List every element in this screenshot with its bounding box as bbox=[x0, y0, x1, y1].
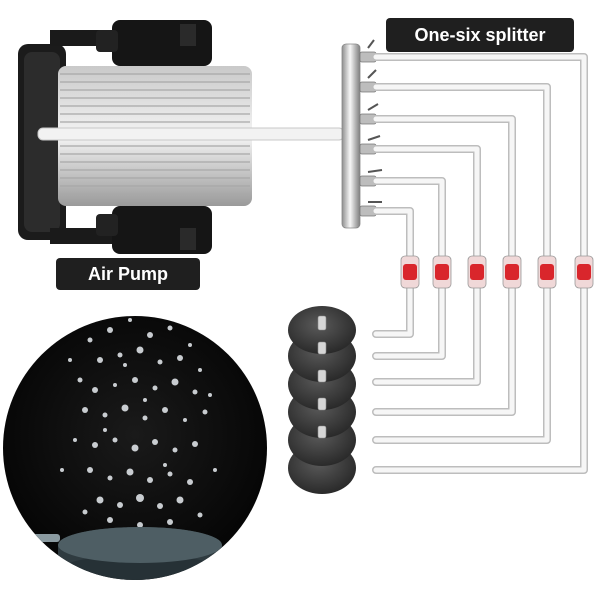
air-stone-icon bbox=[288, 306, 356, 494]
splitter-manifold-icon bbox=[341, 39, 383, 229]
bubbles-photo bbox=[3, 316, 267, 580]
splitter-label: One-six splitter bbox=[386, 18, 574, 52]
check-valve-icon bbox=[400, 255, 594, 289]
air-pump-icon bbox=[18, 20, 345, 254]
air-pump-label: Air Pump bbox=[56, 258, 200, 290]
